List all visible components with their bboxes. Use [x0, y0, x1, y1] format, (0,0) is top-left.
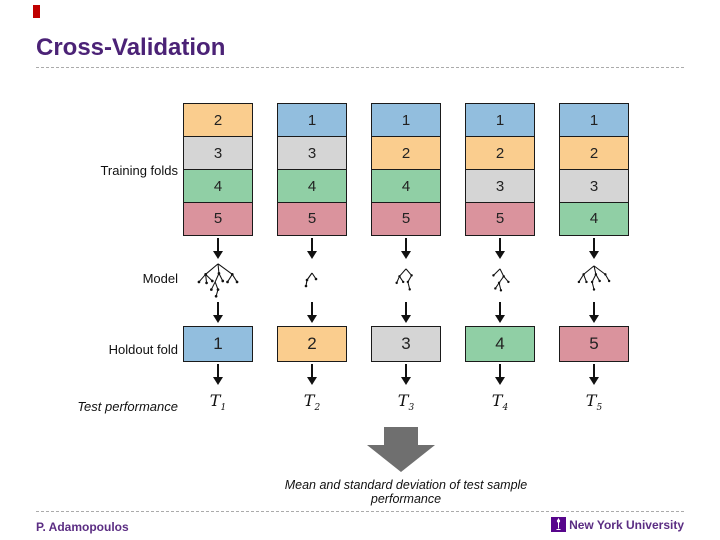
training-folds-stack: 1 2 3 5: [465, 103, 535, 237]
label-training-folds: Training folds: [100, 163, 178, 178]
down-arrow-icon: [401, 362, 411, 388]
down-arrow-icon: [213, 300, 223, 326]
training-fold-cell: 2: [465, 135, 535, 171]
training-fold-cell: 4: [183, 168, 253, 204]
diagram-caption: Mean and standard deviation of test samp…: [284, 478, 528, 506]
cv-column-2: 1 3 4 5 2 T2: [277, 103, 347, 413]
training-fold-cell: 5: [277, 201, 347, 237]
training-folds-stack: 1 3 4 5: [277, 103, 347, 237]
training-fold-cell: 1: [465, 103, 535, 138]
training-fold-cell: 3: [183, 135, 253, 171]
training-folds-stack: 1 2 3 4: [559, 103, 629, 237]
down-arrow-icon: [589, 362, 599, 388]
big-down-arrow-icon: [367, 427, 435, 477]
footer-university: New York University: [569, 517, 684, 532]
down-arrow-icon: [589, 236, 599, 262]
holdout-fold-cell: 3: [371, 326, 441, 363]
training-fold-cell: 1: [559, 103, 629, 138]
training-fold-cell: 1: [277, 103, 347, 138]
label-holdout-fold: Holdout fold: [108, 342, 178, 357]
footer-author: P. Adamopoulos: [36, 520, 129, 534]
down-arrow-icon: [307, 236, 317, 262]
training-fold-cell: 4: [277, 168, 347, 204]
down-arrow-icon: [307, 300, 317, 326]
decision-tree-icon: [304, 272, 318, 288]
training-fold-cell: 2: [559, 135, 629, 171]
training-folds-stack: 2 3 4 5: [183, 103, 253, 237]
down-arrow-icon: [495, 300, 505, 326]
down-arrow-icon: [401, 300, 411, 326]
footer-divider: [36, 511, 684, 512]
decision-tree-icon: [577, 265, 611, 291]
decision-tree-icon: [395, 268, 413, 291]
training-fold-cell: 2: [183, 103, 253, 138]
cv-column-5: 1 2 3 4 5: [559, 103, 629, 413]
label-model: Model: [142, 271, 178, 286]
holdout-fold-cell: 4: [465, 326, 535, 363]
footer-brand: New York University: [551, 517, 684, 532]
holdout-fold-cell: 2: [277, 326, 347, 363]
training-fold-cell: 5: [183, 201, 253, 237]
training-fold-cell: 2: [371, 135, 441, 171]
test-performance-label: T2: [303, 391, 321, 414]
down-arrow-icon: [307, 362, 317, 388]
cv-column-4: 1 2 3 5 4 T4: [465, 103, 535, 413]
training-folds-stack: 1 2 4 5: [371, 103, 441, 237]
page-title: Cross-Validation: [36, 34, 226, 61]
test-performance-label: T1: [209, 391, 227, 414]
decision-tree-icon: [492, 268, 510, 292]
training-fold-cell: 3: [465, 168, 535, 204]
training-fold-cell: 3: [277, 135, 347, 171]
accent-bar: [33, 5, 40, 18]
training-fold-cell: 1: [371, 103, 441, 138]
training-fold-cell: 5: [465, 201, 535, 237]
nyu-torch-logo-icon: [551, 517, 567, 532]
down-arrow-icon: [213, 362, 223, 388]
decision-tree-icon: [197, 263, 239, 298]
down-arrow-icon: [213, 236, 223, 262]
test-performance-label: T3: [397, 391, 415, 414]
training-fold-cell: 4: [559, 201, 629, 237]
label-test-performance: Test performance: [77, 399, 178, 414]
holdout-fold-cell: 1: [183, 326, 253, 363]
down-arrow-icon: [495, 236, 505, 262]
test-performance-label: T4: [491, 391, 509, 414]
training-fold-cell: 3: [559, 168, 629, 204]
down-arrow-icon: [495, 362, 505, 388]
cv-column-3: 1 2 4 5 3 T3: [371, 103, 441, 413]
training-fold-cell: 5: [371, 201, 441, 237]
cv-column-1: 2 3 4 5: [183, 103, 253, 413]
title-divider: [36, 67, 684, 68]
holdout-fold-cell: 5: [559, 326, 629, 363]
test-performance-label: T5: [585, 391, 603, 414]
down-arrow-icon: [589, 300, 599, 326]
down-arrow-icon: [401, 236, 411, 262]
training-fold-cell: 4: [371, 168, 441, 204]
